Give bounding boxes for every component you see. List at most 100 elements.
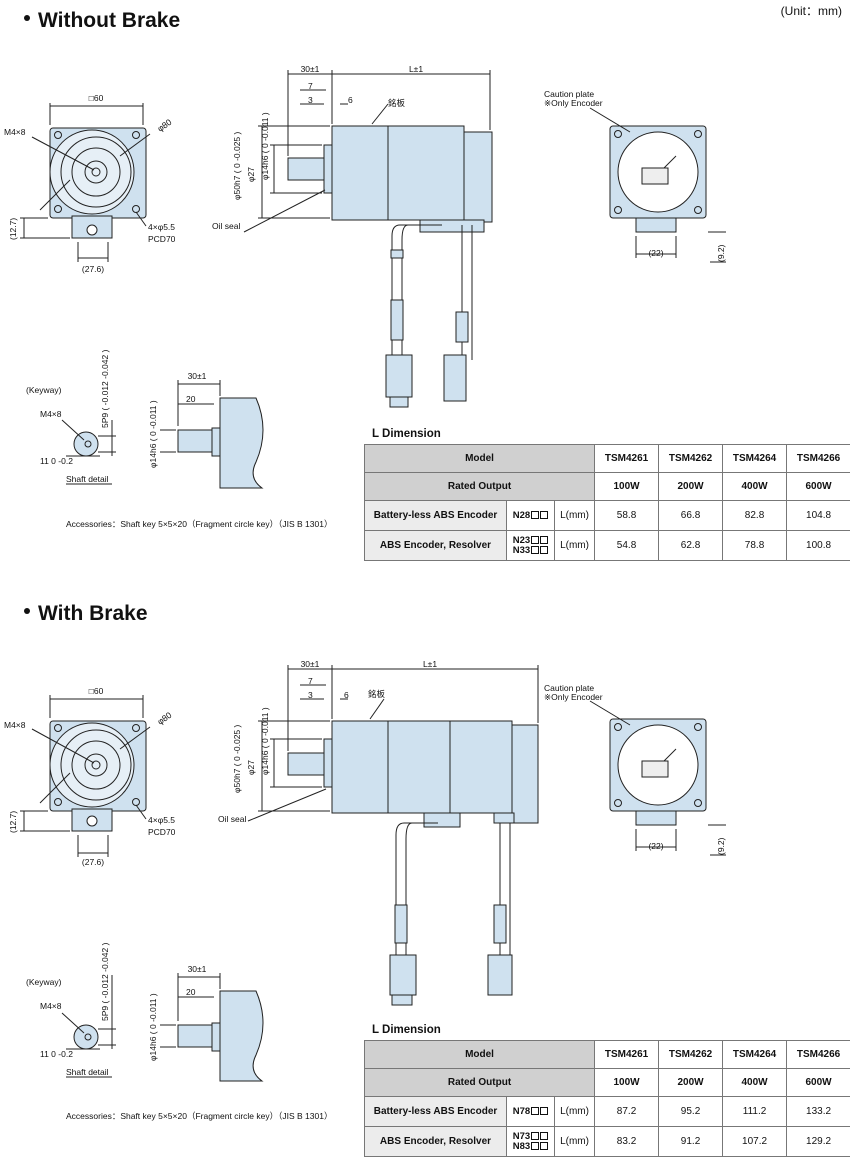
key-tolerance-label: 5P9 ( -0.012 -0.042 ) (100, 349, 110, 428)
key-screw-label: M4×8 (40, 1001, 62, 1011)
side-view (244, 70, 492, 407)
value-cell: 133.2 (787, 1097, 850, 1127)
keyway-label: (Keyway) (26, 385, 62, 395)
front-bottom-dim: (27.6) (82, 857, 104, 867)
table-row: Model TSM4261 TSM4262 TSM4264 TSM4266 (365, 1041, 850, 1069)
front-holes-label: 4×φ5.5 (148, 815, 175, 825)
row-name: ABS Encoder, Resolver (365, 1127, 507, 1157)
row-unit: L(mm) (555, 501, 595, 531)
row-unit: L(mm) (555, 1127, 595, 1157)
oil-seal-label: Oil seal (212, 221, 240, 231)
accessories-note: Accessories：Shaft key 5×5×20（Fragment ci… (66, 1110, 332, 1122)
output-cell: 600W (787, 473, 850, 501)
row-name: Battery-less ABS Encoder (365, 501, 507, 531)
value-cell: 58.8 (595, 501, 659, 531)
row-name: ABS Encoder, Resolver (365, 531, 507, 561)
l-dimension-table: Model TSM4261 TSM4262 TSM4264 TSM4266 Ra… (364, 1040, 850, 1157)
side-dim-6: 6 (348, 95, 353, 105)
spigot-tolerance-label: φ50h7 ( 0 -0.025 ) (232, 131, 242, 200)
value-cell: 100.8 (787, 531, 850, 561)
row-unit: L(mm) (555, 531, 595, 561)
side-dim-30: 30±1 (301, 659, 320, 669)
accessories-note: Accessories：Shaft key 5×5×20（Fragment ci… (66, 518, 332, 530)
l-dimension-title: L Dimension (372, 428, 441, 440)
detail-dim-20: 20 (186, 394, 196, 404)
model-cell: TSM4264 (723, 445, 787, 473)
value-cell: 82.8 (723, 501, 787, 531)
spigot-tolerance-label: φ50h7 ( 0 -0.025 ) (232, 724, 242, 793)
output-cell: 400W (723, 1069, 787, 1097)
shaft-detail-label: Shaft detail (66, 474, 109, 484)
rear-dim-22: (22) (648, 841, 663, 851)
spigot-27-label: φ27 (246, 760, 256, 775)
front-view (20, 103, 150, 262)
rear-dim-9: (9.2) (716, 837, 726, 855)
side-dim-7: 7 (308, 676, 313, 686)
front-holes-label: 4×φ5.5 (148, 222, 175, 232)
model-cell: TSM4262 (659, 445, 723, 473)
model-header: Model (365, 1041, 595, 1069)
value-cell: 62.8 (659, 531, 723, 561)
front-pcd-label: PCD70 (148, 234, 176, 244)
side-dim-7: 7 (308, 81, 313, 91)
key-11-label: 11 0 -0.2 (40, 456, 73, 466)
front-screw-label: M4×8 (4, 127, 26, 137)
value-cell: 54.8 (595, 531, 659, 561)
output-cell: 200W (659, 1069, 723, 1097)
row-name: Battery-less ABS Encoder (365, 1097, 507, 1127)
output-cell: 100W (595, 1069, 659, 1097)
model-cell: TSM4261 (595, 1041, 659, 1069)
row-code: N78 (507, 1097, 555, 1127)
model-cell: TSM4266 (787, 1041, 850, 1069)
front-square-label: □60 (89, 93, 104, 103)
shaft-tolerance-label: φ14h6 ( 0 -0.011 ) (260, 112, 270, 180)
oil-seal-label: Oil seal (218, 814, 246, 824)
nameplate-label: 銘板 (388, 98, 406, 108)
rear-dim-9: (9.2) (716, 244, 726, 262)
front-bottom-dim: (27.6) (82, 264, 104, 274)
key-tolerance-label: 5P9 ( -0.012 -0.042 ) (100, 942, 110, 1021)
output-cell: 100W (595, 473, 659, 501)
output-cell: 200W (659, 473, 723, 501)
model-cell: TSM4262 (659, 1041, 723, 1069)
side-dim-L: L±1 (409, 64, 423, 74)
front-left-dim: (12.7) (8, 218, 18, 240)
value-cell: 111.2 (723, 1097, 787, 1127)
side-dim-30: 30±1 (301, 64, 320, 74)
value-cell: 91.2 (659, 1127, 723, 1157)
keyway-label: (Keyway) (26, 977, 62, 987)
rear-dim-22: (22) (648, 248, 663, 258)
spigot-27-label: φ27 (246, 167, 256, 182)
value-cell: 87.2 (595, 1097, 659, 1127)
value-cell: 66.8 (659, 501, 723, 531)
output-cell: 400W (723, 473, 787, 501)
value-cell: 104.8 (787, 501, 850, 531)
value-cell: 129.2 (787, 1127, 850, 1157)
front-pcd-label: PCD70 (148, 827, 176, 837)
row-unit: L(mm) (555, 1097, 595, 1127)
table-row: Battery-less ABS Encoder N28 L(mm) 58.8 … (365, 501, 850, 531)
output-cell: 600W (787, 1069, 850, 1097)
detail-dim-20: 20 (186, 987, 196, 997)
value-cell: 95.2 (659, 1097, 723, 1127)
value-cell: 107.2 (723, 1127, 787, 1157)
shaft-tolerance-label: φ14h6 ( 0 -0.011 ) (260, 707, 270, 775)
model-header: Model (365, 445, 595, 473)
front-pcd-dia-label: φ80 (155, 117, 173, 134)
rear-view (590, 108, 726, 262)
only-encoder-label: ※Only Encoder (544, 692, 603, 702)
model-cell: TSM4266 (787, 445, 850, 473)
detail-dim-30: 30±1 (188, 371, 207, 381)
value-cell: 83.2 (595, 1127, 659, 1157)
rated-output-header: Rated Output (365, 1069, 595, 1097)
l-dimension-title: L Dimension (372, 1024, 441, 1036)
detail-shaft-tolerance: φ14h6 ( 0 -0.011 ) (148, 993, 158, 1061)
rear-view (590, 701, 726, 855)
front-screw-label: M4×8 (4, 720, 26, 730)
value-cell: 78.8 (723, 531, 787, 561)
only-encoder-label: ※Only Encoder (544, 98, 603, 108)
side-view (248, 665, 538, 1005)
front-pcd-dia-label: φ80 (155, 710, 173, 727)
